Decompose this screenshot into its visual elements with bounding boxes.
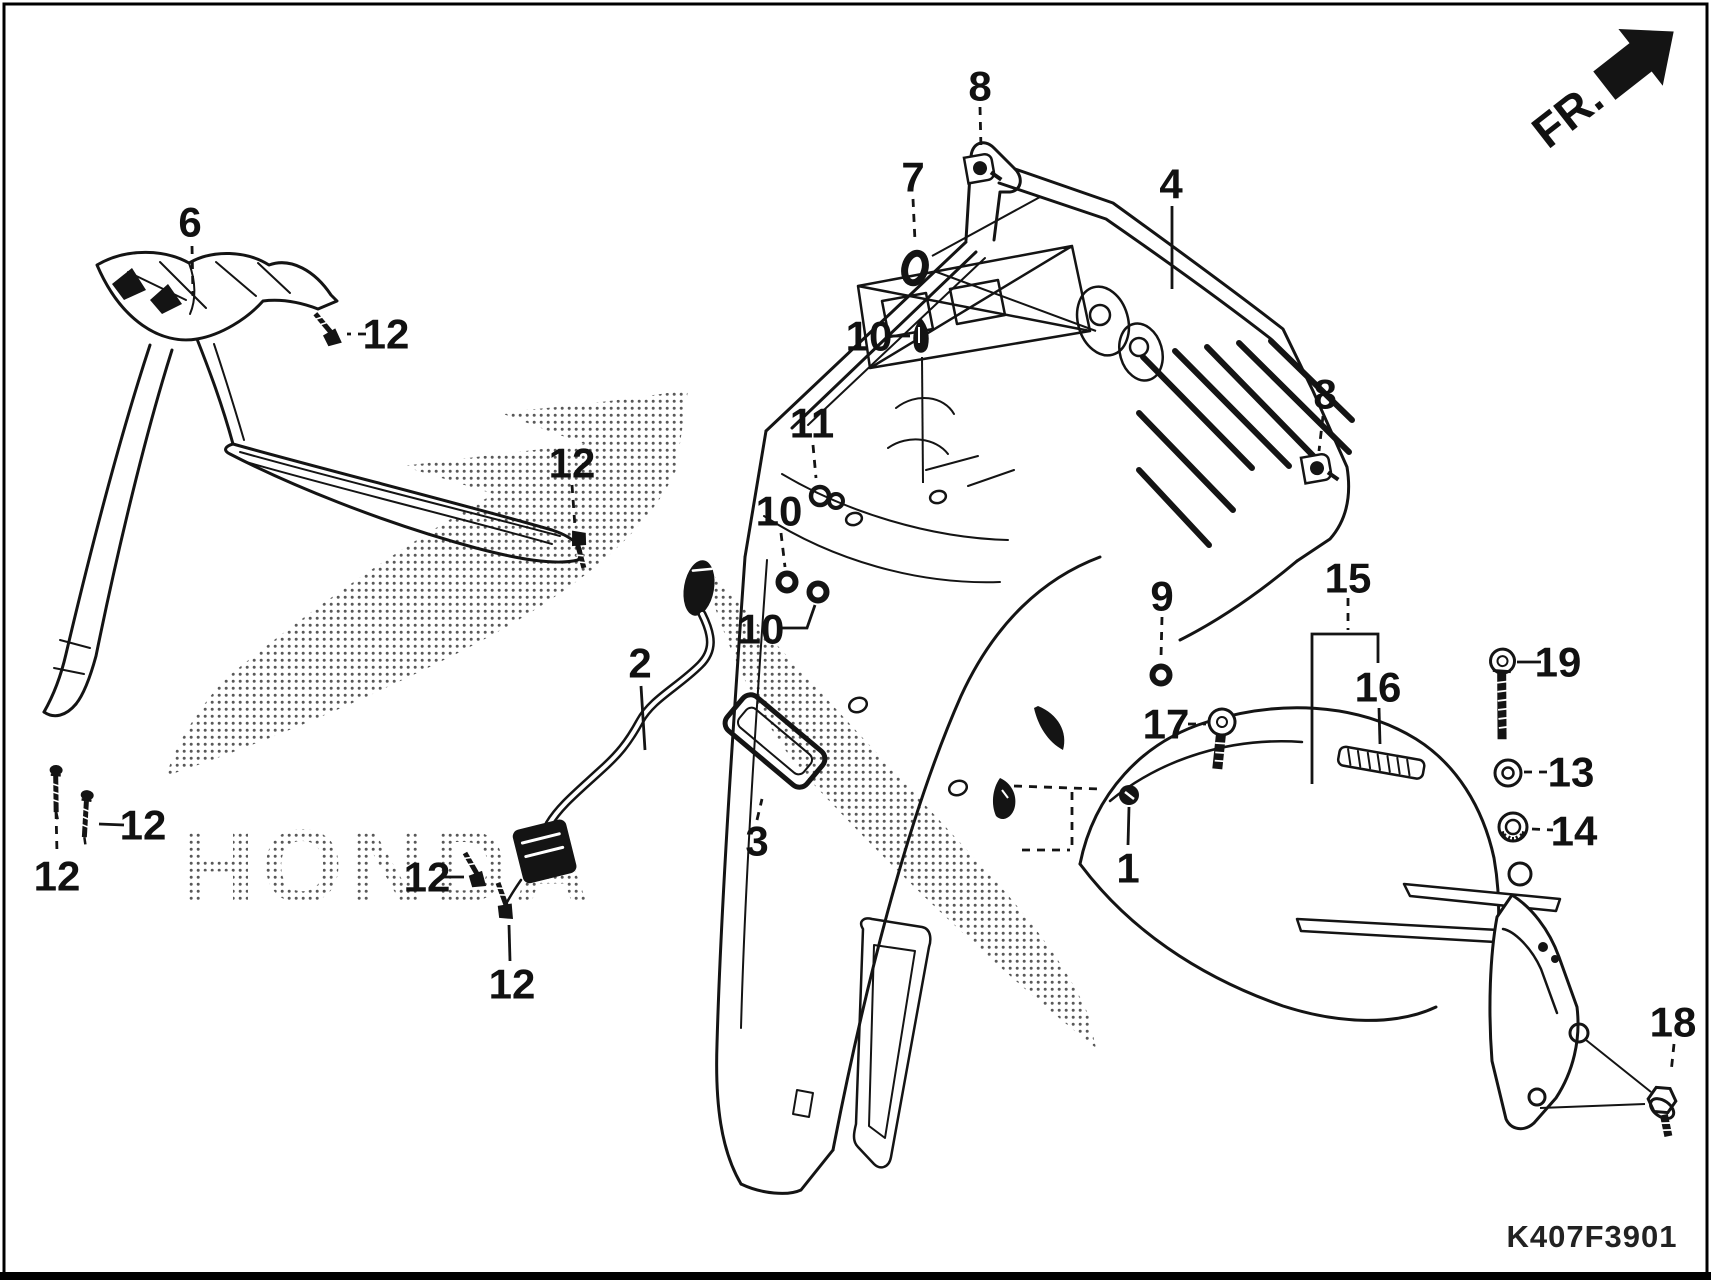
mudguard-bracket bbox=[1488, 893, 1580, 1131]
grommet-oval-icon bbox=[901, 249, 929, 287]
bolt-head-shank-icon bbox=[1207, 707, 1237, 770]
grommet-icon bbox=[1149, 663, 1173, 687]
screw-long-icon bbox=[80, 790, 94, 845]
reflector bbox=[722, 692, 828, 790]
callout-12: 12 bbox=[34, 853, 81, 900]
callout-14: 14 bbox=[1551, 808, 1598, 855]
fr-label: FR. bbox=[1522, 71, 1612, 158]
callout-12: 12 bbox=[549, 440, 596, 487]
leader-line bbox=[1377, 707, 1382, 745]
screw-icon bbox=[495, 882, 513, 920]
leader-line bbox=[921, 356, 924, 484]
callout-3: 3 bbox=[745, 818, 768, 865]
flange-bolt-icon bbox=[1646, 1085, 1678, 1138]
rear-fender-assembly bbox=[715, 141, 1355, 1195]
fr-arrow-icon bbox=[1593, 28, 1674, 100]
callout-12: 12 bbox=[404, 854, 451, 901]
leader-line bbox=[1531, 827, 1554, 832]
leader-line bbox=[54, 810, 59, 854]
callout-17: 17 bbox=[1143, 701, 1190, 748]
ring-pair-icon bbox=[808, 484, 845, 510]
leader-line bbox=[978, 106, 983, 150]
leader-line bbox=[507, 924, 512, 962]
license-plate-pocket bbox=[852, 917, 932, 1169]
clip-nut-icon bbox=[962, 153, 1003, 185]
leader-line bbox=[811, 444, 818, 479]
grommet-icon bbox=[806, 580, 830, 604]
leader-line bbox=[1317, 415, 1325, 452]
grommet-icon bbox=[775, 570, 799, 594]
leader-line bbox=[1669, 1043, 1676, 1074]
leader-lines-layer bbox=[54, 106, 1676, 1109]
leader-line bbox=[779, 604, 817, 630]
callout-15: 15 bbox=[1325, 555, 1372, 602]
leader-line bbox=[1159, 616, 1164, 658]
leader-line bbox=[1585, 1039, 1652, 1093]
fr-direction-indicator: FR. bbox=[1522, 28, 1674, 158]
callout-12: 12 bbox=[489, 961, 536, 1008]
washer-icon bbox=[1493, 758, 1523, 788]
pin-icon bbox=[913, 318, 929, 353]
screw-icon bbox=[313, 312, 342, 347]
rear-fender-front-section bbox=[42, 250, 583, 718]
callout-16: 16 bbox=[1355, 664, 1402, 711]
leader-line bbox=[779, 532, 787, 568]
round-bolt-icon bbox=[1119, 785, 1139, 805]
leader-line bbox=[639, 685, 647, 751]
callout-8: 8 bbox=[1313, 371, 1336, 418]
leader-line bbox=[1310, 632, 1380, 784]
callouts-layer: 1234678891010101112121212121213141516171… bbox=[34, 63, 1697, 1046]
callout-9: 9 bbox=[1150, 573, 1173, 620]
clip-nut-icon bbox=[1299, 453, 1340, 485]
callout-12: 12 bbox=[120, 802, 167, 849]
leader-line bbox=[1013, 784, 1101, 791]
leader-line bbox=[931, 196, 1041, 257]
leader-line bbox=[570, 484, 577, 528]
leader-line bbox=[911, 198, 917, 242]
leader-line bbox=[933, 270, 1097, 332]
leader-line bbox=[1539, 1103, 1646, 1109]
clip-receptacle-icon bbox=[992, 778, 1016, 820]
leader-line bbox=[755, 798, 764, 821]
screw-icon bbox=[572, 530, 587, 569]
callout-7: 7 bbox=[901, 154, 924, 201]
callout-8: 8 bbox=[968, 63, 991, 110]
callout-1: 1 bbox=[1116, 845, 1139, 892]
bolt-long-icon bbox=[1489, 647, 1517, 740]
leader-line bbox=[98, 822, 125, 827]
callout-12: 12 bbox=[363, 311, 410, 358]
license-light-wire-harness bbox=[503, 560, 715, 908]
screw-icon bbox=[462, 851, 487, 888]
rear-mudguard bbox=[1078, 706, 1590, 1131]
callout-10: 10 bbox=[756, 488, 803, 535]
callout-2: 2 bbox=[628, 640, 651, 687]
callout-10: 10 bbox=[846, 313, 893, 360]
callout-6: 6 bbox=[178, 199, 201, 246]
knurl-nut-icon bbox=[1497, 811, 1529, 843]
grab-rail-slats bbox=[1136, 338, 1355, 548]
callout-10: 10 bbox=[738, 606, 785, 653]
callout-11: 11 bbox=[790, 400, 834, 447]
callout-18: 18 bbox=[1650, 999, 1697, 1046]
rubber-strip bbox=[1336, 745, 1426, 780]
callout-19: 19 bbox=[1535, 639, 1582, 686]
leader-line bbox=[1126, 806, 1131, 846]
callout-4: 4 bbox=[1159, 161, 1183, 208]
callout-13: 13 bbox=[1548, 749, 1595, 796]
part-code: K407F3901 bbox=[1506, 1219, 1677, 1254]
